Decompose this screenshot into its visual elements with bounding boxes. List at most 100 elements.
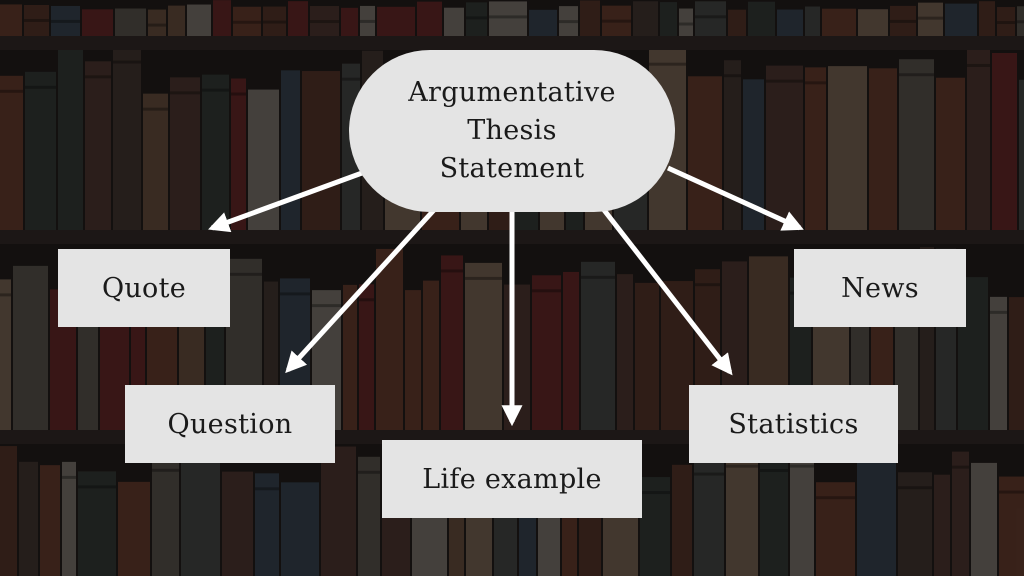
book-spine bbox=[423, 280, 439, 430]
book-spine bbox=[148, 9, 166, 37]
book-spine bbox=[672, 464, 692, 576]
book-band bbox=[85, 75, 111, 79]
book-band bbox=[790, 464, 814, 468]
book-spine bbox=[952, 451, 969, 576]
book-spine bbox=[967, 49, 990, 230]
book-band bbox=[899, 73, 934, 77]
book-spine bbox=[979, 1, 995, 36]
book-spine bbox=[263, 6, 286, 37]
arrow-to-question bbox=[285, 208, 436, 374]
book-spine bbox=[0, 75, 23, 230]
book-spine bbox=[417, 1, 442, 36]
book-spine bbox=[602, 5, 631, 36]
book-spine bbox=[559, 6, 578, 36]
book-spine bbox=[0, 279, 11, 430]
book-spine bbox=[40, 465, 60, 576]
book-spine bbox=[489, 1, 527, 37]
book-band bbox=[1017, 20, 1024, 24]
book-band bbox=[360, 19, 375, 23]
book-spine bbox=[0, 446, 17, 576]
book-spine bbox=[1017, 6, 1024, 36]
book-band bbox=[997, 21, 1015, 25]
book-band bbox=[25, 85, 56, 89]
book-band bbox=[233, 20, 261, 24]
book-spine bbox=[168, 5, 185, 37]
book-spine bbox=[113, 46, 141, 230]
book-spine bbox=[255, 473, 279, 576]
book-band bbox=[51, 19, 80, 23]
book-spine bbox=[466, 2, 487, 36]
book-spine bbox=[858, 9, 888, 36]
book-band bbox=[170, 91, 200, 95]
book-band bbox=[602, 19, 631, 23]
book-spine bbox=[828, 66, 867, 230]
book-spine bbox=[816, 482, 855, 576]
book-spine bbox=[222, 471, 253, 576]
book-band bbox=[967, 63, 990, 67]
book-spine bbox=[934, 474, 950, 576]
central-line-1: Argumentative bbox=[408, 77, 616, 108]
book-spine bbox=[118, 481, 150, 576]
central-thesis-node: Argumentative Thesis Statement bbox=[349, 50, 675, 212]
book-band bbox=[312, 304, 341, 308]
book-band bbox=[202, 88, 229, 92]
book-band bbox=[760, 469, 788, 473]
book-spine bbox=[563, 271, 579, 430]
book-spine bbox=[688, 76, 722, 231]
book-spine bbox=[231, 78, 246, 230]
book-band bbox=[766, 79, 803, 83]
book-band bbox=[152, 468, 179, 472]
book-spine bbox=[143, 93, 168, 230]
book-band bbox=[649, 62, 686, 66]
book-spine bbox=[857, 446, 896, 576]
book-spine bbox=[281, 70, 300, 230]
book-spine bbox=[724, 60, 741, 230]
book-band bbox=[694, 472, 724, 476]
book-spine bbox=[233, 6, 261, 36]
arrow-to-statistics bbox=[602, 208, 733, 376]
book-spine bbox=[441, 255, 463, 430]
book-spine bbox=[24, 4, 49, 36]
book-band bbox=[465, 276, 502, 280]
book-spine bbox=[633, 1, 658, 36]
book-band bbox=[263, 20, 286, 24]
book-spine bbox=[1009, 297, 1024, 430]
book-spine bbox=[310, 6, 339, 36]
book-spine bbox=[936, 77, 965, 230]
book-spine bbox=[766, 65, 803, 230]
book-band bbox=[805, 81, 826, 85]
node-quote: Quote bbox=[58, 249, 230, 327]
shelf-board bbox=[0, 36, 1024, 50]
book-spine bbox=[529, 9, 557, 37]
book-spine bbox=[617, 274, 633, 430]
book-band bbox=[342, 77, 360, 81]
book-band bbox=[148, 23, 166, 27]
book-spine bbox=[805, 67, 826, 230]
book-band bbox=[559, 20, 578, 24]
book-spine bbox=[899, 59, 934, 231]
book-spine bbox=[358, 456, 380, 576]
book-spine bbox=[360, 5, 375, 36]
book-band bbox=[78, 485, 116, 489]
book-spine bbox=[822, 8, 856, 36]
book-band bbox=[695, 15, 726, 19]
book-spine bbox=[58, 47, 83, 230]
book-spine bbox=[321, 446, 356, 576]
book-band bbox=[724, 74, 741, 78]
book-spine bbox=[679, 8, 693, 36]
book-band bbox=[990, 310, 1007, 314]
book-spine bbox=[377, 6, 415, 37]
book-spine bbox=[405, 290, 421, 430]
book-spine bbox=[181, 449, 220, 576]
book-spine bbox=[13, 265, 48, 430]
book-spine bbox=[25, 71, 56, 230]
book-band bbox=[0, 293, 11, 297]
book-spine bbox=[359, 284, 374, 430]
book-band bbox=[898, 486, 932, 490]
book-band bbox=[816, 496, 855, 500]
book-spine bbox=[170, 77, 200, 230]
book-band bbox=[113, 60, 141, 64]
book-spine bbox=[918, 2, 943, 37]
